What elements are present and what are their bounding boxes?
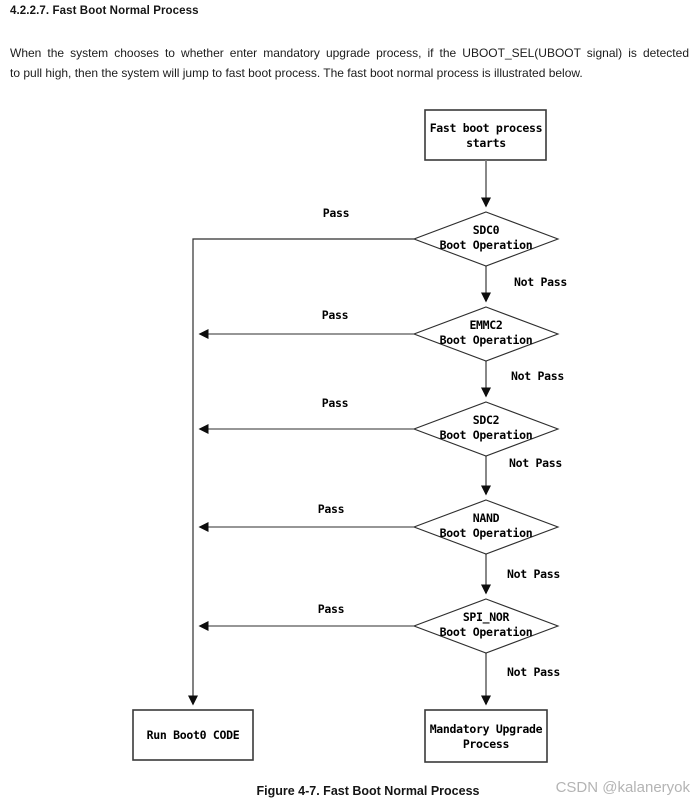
end-node-run-boot0: [132, 709, 254, 761]
section-heading: 4.2.2.7. Fast Boot Normal Process: [10, 5, 199, 17]
pass-label-sdc2: Pass: [322, 396, 349, 410]
decision-nand-label-line1: NAND: [473, 511, 500, 525]
end-node-mandatory-upgrade-label-line1: Mandatory Upgrade: [430, 722, 543, 736]
decision-sdc2-label-line1: SDC2: [473, 413, 500, 427]
body-paragraph: When the system chooses to whether enter…: [10, 43, 689, 83]
figure-caption: Figure 4-7. Fast Boot Normal Process: [256, 784, 480, 798]
decision-spinor-label-line1: SPI_NOR: [463, 610, 510, 625]
start-node-label-line1: Fast boot process: [430, 121, 543, 135]
end-node-run-boot0-label: Run Boot0 CODE: [147, 728, 240, 742]
watermark: CSDN @kalaneryok: [555, 779, 690, 796]
not-pass-label-spinor: Not Pass: [507, 665, 560, 679]
decision-nand-label-line2: Boot Operation: [440, 526, 533, 540]
decision-emmc2-label-line2: Boot Operation: [440, 333, 533, 347]
end-node-mandatory-upgrade-label-line2: Process: [463, 737, 509, 751]
body-line-1: When the system chooses to whether enter…: [10, 46, 689, 60]
start-node-label-line2: starts: [466, 136, 506, 150]
pass-label-sdc0: Pass: [323, 206, 350, 220]
decision-emmc2: [412, 306, 560, 362]
not-pass-label-emmc2: Not Pass: [511, 369, 564, 383]
decision-sdc2: [412, 401, 560, 457]
not-pass-label-nand: Not Pass: [507, 567, 560, 581]
decision-sdc0-label-line2: Boot Operation: [440, 238, 533, 252]
not-pass-label-sdc0: Not Pass: [514, 275, 567, 289]
start-node: [424, 109, 547, 161]
decision-nand: [412, 499, 560, 555]
connector-sdc0-pass-route: [188, 238, 414, 706]
pass-label-nand: Pass: [318, 502, 345, 516]
decision-spinor-label-line2: Boot Operation: [440, 625, 533, 639]
pass-label-spinor: Pass: [318, 602, 345, 616]
flowchart: Fast boot process starts SDC0 Boot Opera…: [132, 109, 567, 763]
decision-sdc2-label-line2: Boot Operation: [440, 428, 533, 442]
body-line-2: to pull high, then the system will jump …: [10, 66, 583, 80]
decision-emmc2-label-line1: EMMC2: [469, 318, 502, 332]
pass-label-emmc2: Pass: [322, 308, 349, 322]
not-pass-label-sdc2: Not Pass: [509, 456, 562, 470]
decision-spinor: [412, 598, 560, 654]
decision-sdc0-label-line1: SDC0: [473, 223, 500, 237]
end-node-mandatory-upgrade: [424, 709, 548, 763]
decision-sdc0: [412, 211, 560, 267]
